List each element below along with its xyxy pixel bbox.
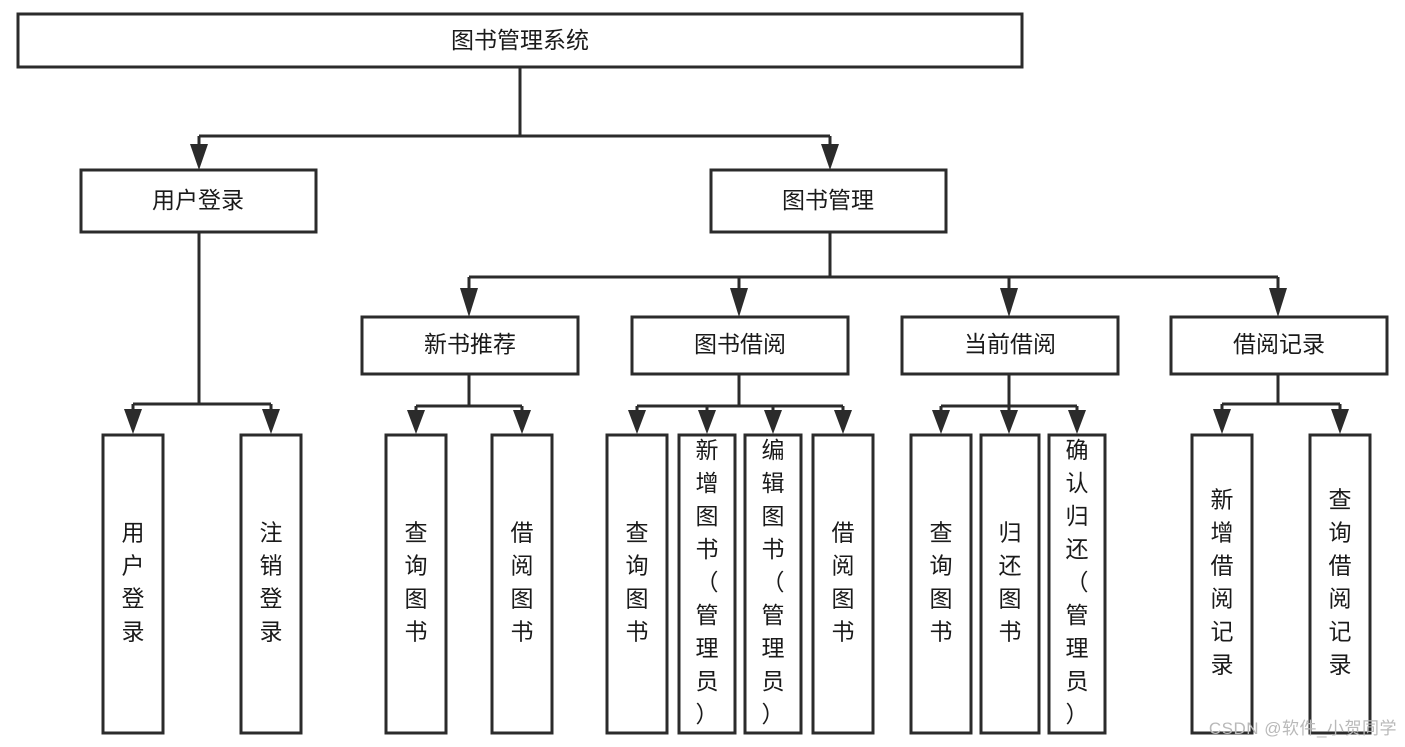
arrow-head-icon — [1000, 288, 1018, 317]
leaf-newbook-borrow-label: 借阅图书 — [511, 520, 534, 645]
leaf-newbook-query-label: 查询图书 — [405, 520, 428, 645]
node-book-borrow[interactable]: 图书借阅 — [630, 315, 850, 376]
node-new-book-recommend[interactable]: 新书推荐 — [360, 315, 580, 376]
connector-borrowrecord-to-leaves — [1213, 374, 1349, 434]
connector-bookborrow-to-leaves — [628, 374, 852, 434]
connector-newbook-to-leaves — [407, 374, 531, 434]
arrow-head-icon — [1213, 409, 1231, 434]
node-current-borrow-label: 当前借阅 — [964, 331, 1056, 357]
connector-currentborrow-to-leaves — [932, 374, 1086, 434]
leaf-bookborrow-query[interactable]: 查询图书 — [605, 433, 669, 735]
leaf-borrowrecord-query[interactable]: 查询借阅记录 — [1308, 433, 1372, 735]
arrow-head-icon — [262, 409, 280, 434]
arrow-head-icon — [764, 410, 782, 434]
leaf-bookborrow-borrow-label: 借阅图书 — [832, 520, 855, 645]
leaf-bookborrow-add[interactable]: 新增图书（管理员） — [677, 433, 737, 735]
arrow-head-icon — [698, 410, 716, 434]
leaf-bookborrow-query-label: 查询图书 — [626, 520, 649, 645]
arrow-head-icon — [1269, 288, 1287, 317]
node-root-system-label: 图书管理系统 — [451, 27, 589, 53]
arrow-head-icon — [1331, 409, 1349, 434]
node-borrow-record[interactable]: 借阅记录 — [1169, 315, 1389, 376]
arrow-head-icon — [124, 409, 142, 434]
arrow-head-icon — [190, 144, 208, 170]
arrow-head-icon — [1000, 410, 1018, 434]
node-user-login[interactable]: 用户登录 — [79, 168, 318, 234]
leaf-currentborrow-confirm[interactable]: 确认归还（管理员） — [1047, 433, 1107, 735]
leaf-borrowrecord-add[interactable]: 新增借阅记录 — [1190, 433, 1254, 735]
connector-root-to-level2 — [190, 67, 839, 170]
arrow-head-icon — [1068, 410, 1086, 434]
leaf-currentborrow-query[interactable]: 查询图书 — [909, 433, 973, 735]
leaf-bookborrow-edit[interactable]: 编辑图书（管理员） — [743, 433, 803, 735]
node-user-login-label: 用户登录 — [152, 187, 244, 213]
leaf-user-login-login[interactable]: 用户登录 — [101, 433, 165, 735]
arrow-head-icon — [834, 410, 852, 434]
leaf-bookborrow-add-label: 新增图书（管理员） — [696, 437, 719, 727]
node-book-borrow-label: 图书借阅 — [694, 331, 786, 357]
node-new-book-recommend-label: 新书推荐 — [424, 331, 516, 357]
node-book-management-label: 图书管理 — [782, 187, 874, 213]
arrow-head-icon — [730, 288, 748, 317]
leaf-newbook-borrow[interactable]: 借阅图书 — [490, 433, 554, 735]
connector-userlogin-to-leaves — [124, 232, 280, 434]
leaf-currentborrow-query-label: 查询图书 — [930, 520, 953, 645]
node-current-borrow[interactable]: 当前借阅 — [900, 315, 1120, 376]
node-book-management[interactable]: 图书管理 — [709, 168, 948, 234]
leaf-borrowrecord-add-label: 新增借阅记录 — [1211, 487, 1234, 678]
leaf-currentborrow-confirm-label: 确认归还（管理员） — [1066, 437, 1089, 727]
leaf-user-login-logout-label: 注销登录 — [260, 520, 283, 645]
arrow-head-icon — [932, 410, 950, 434]
leaf-bookborrow-edit-label: 编辑图书（管理员） — [762, 437, 785, 727]
node-borrow-record-label: 借阅记录 — [1233, 331, 1325, 357]
arrow-head-icon — [407, 410, 425, 434]
leaf-user-login-login-label: 用户登录 — [122, 520, 145, 645]
leaf-currentborrow-return-label: 归还图书 — [999, 520, 1022, 645]
node-root-system[interactable]: 图书管理系统 — [16, 12, 1024, 69]
arrow-head-icon — [513, 410, 531, 434]
connector-bookmanage-to-level3 — [460, 232, 1287, 317]
leaf-borrowrecord-query-label: 查询借阅记录 — [1329, 487, 1352, 678]
arrow-head-icon — [628, 410, 646, 434]
leaf-currentborrow-return[interactable]: 归还图书 — [979, 433, 1041, 735]
arrow-head-icon — [821, 144, 839, 170]
arrow-head-icon — [460, 288, 478, 317]
leaf-newbook-query[interactable]: 查询图书 — [384, 433, 448, 735]
leaf-bookborrow-borrow[interactable]: 借阅图书 — [811, 433, 875, 735]
leaf-user-login-logout[interactable]: 注销登录 — [239, 433, 303, 735]
